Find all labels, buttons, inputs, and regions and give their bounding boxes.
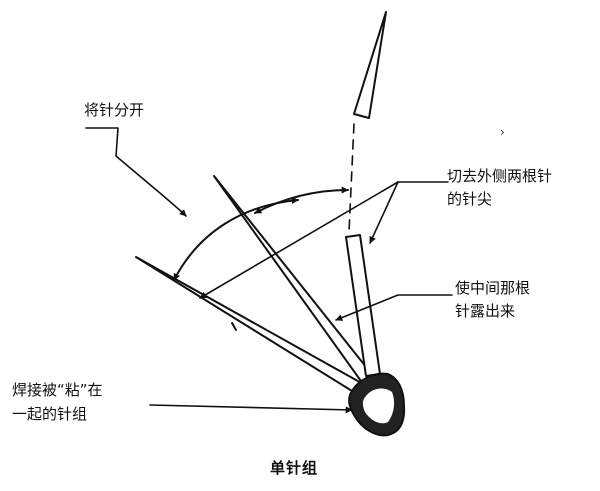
diagram-caption: 单针组 [270,459,319,477]
expose-middle-pointer [335,294,453,321]
welded-label-line2: 一起的针组 [12,405,88,423]
cut-tips-label-line2: 的针尖 [447,190,493,208]
separate-pointer [85,127,187,217]
left-needle-cut-mark [231,322,237,331]
cut-tips-pointer-right [369,181,399,244]
welded-label-line1: 焊接被“粘”在 [12,381,103,399]
removed-tip-dashed-line [348,123,355,233]
separate-needles-label: 将针分开 [84,101,145,119]
cut-needle-tip [353,11,387,119]
cut-tips-label-line1: 切去外侧两根针 [447,167,553,185]
expose-middle-label-line1: 使中间那根 [455,279,531,297]
welded-pointer [149,404,353,414]
cut-tips-pointer-left [199,181,399,299]
spread-arc-inner [254,186,349,214]
weld-blob-highlight [362,388,395,424]
left-outer-needle [135,256,382,405]
expose-middle-label-line2: 针露出来 [455,302,516,320]
stray-mark: › [500,125,505,139]
